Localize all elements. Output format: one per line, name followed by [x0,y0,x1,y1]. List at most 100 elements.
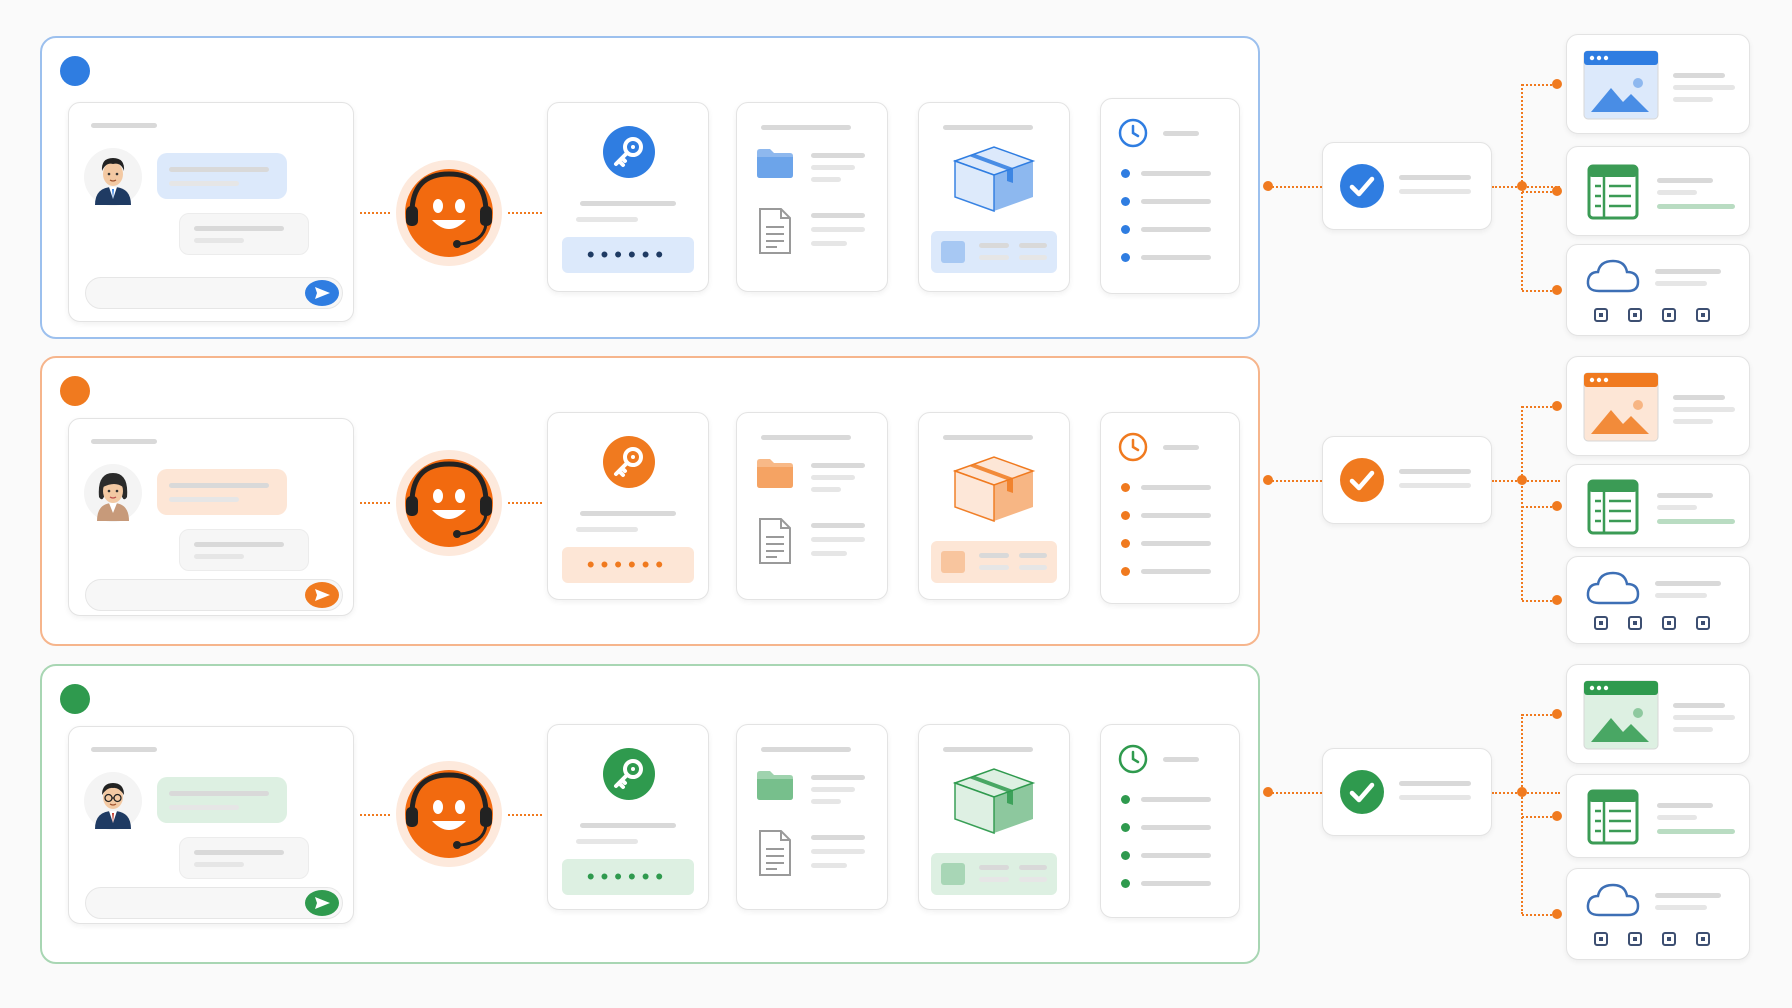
placeholder-line [169,483,269,488]
message-input-field[interactable] [85,887,343,919]
placeholder-line [1655,269,1721,274]
placeholder-line [1399,189,1471,194]
placeholder-line [811,463,865,468]
schedule-bullet [1121,795,1130,804]
connector-line [1522,191,1556,193]
folder-icon [755,769,795,801]
connector-line [1272,186,1322,188]
placeholder-line [1673,85,1735,90]
placeholder-line [1163,131,1199,136]
placeholder-line [1399,175,1471,180]
password-field[interactable]: •••••• [562,237,694,273]
connector-line [1522,816,1556,818]
document-icon [757,829,793,877]
cloud-output-card [1566,868,1750,960]
placeholder-line [576,839,638,844]
placeholder-line [811,787,855,792]
connector-line [508,502,542,504]
placeholder-line [1399,483,1471,488]
female-agent-avatar [83,463,143,523]
clock-icon [1117,117,1149,149]
login-card: •••••• [547,412,709,600]
placeholder-line [1141,825,1211,830]
placeholder-line [1657,505,1697,510]
storage-chip-icon [1593,615,1609,631]
placeholder-line [1655,593,1707,598]
placeholder-line [1673,727,1713,732]
key-icon [602,747,656,801]
connector-node [1263,475,1273,485]
connector-line [1522,84,1556,86]
connector-branch [1521,714,1523,914]
schedule-bullet [1121,169,1130,178]
connector-line [508,814,542,816]
image-window-icon [1583,680,1659,750]
incoming-message-bubble [157,469,287,515]
spreadsheet-icon [1587,789,1639,845]
placeholder-line [1657,190,1697,195]
package-card [918,412,1070,600]
placeholder-line [1673,407,1735,412]
placeholder-line [811,835,865,840]
placeholder-line [169,181,239,186]
password-field[interactable]: •••••• [562,547,694,583]
schedule-bullet [1121,483,1130,492]
schedule-bullet [1121,567,1130,576]
connector-node [1552,595,1562,605]
placeholder-line [811,849,865,854]
storage-chip-icon [1593,307,1609,323]
cloud-icon [1585,881,1641,919]
storage-chip-icon [1627,615,1643,631]
placeholder-line [169,791,269,796]
placeholder-line [811,775,865,780]
placeholder-line [1019,243,1047,248]
lane-green-indicator-dot [60,684,90,714]
placeholder-line [576,217,638,222]
folder-icon [755,147,795,179]
connector-node [1552,285,1562,295]
placeholder-line [1141,171,1211,176]
placeholder-line [1019,877,1047,882]
send-icon [304,889,340,917]
placeholder-line [811,523,865,528]
placeholder-line [1141,569,1211,574]
label-thumbnail [941,241,965,263]
placeholder-line [811,165,855,170]
placeholder-line [979,243,1009,248]
placeholder-line [979,565,1009,570]
connector-line [1522,914,1556,916]
placeholder-line [811,227,865,232]
male-agent-avatar [83,147,143,207]
files-card [736,724,888,910]
placeholder-line [811,153,865,158]
placeholder-line [576,527,638,532]
connector-node [1552,709,1562,719]
spreadsheet-output-card [1566,146,1750,236]
connector-line [1522,290,1556,292]
spreadsheet-icon [1587,164,1639,220]
placeholder-line [1141,881,1211,886]
connector-line [1272,480,1322,482]
package-box-icon [949,453,1039,523]
label-thumbnail [941,863,965,885]
lane-blue-indicator-dot [60,56,90,86]
cloud-icon [1585,257,1641,295]
message-input-field[interactable] [85,277,343,309]
schedule-bullet [1121,823,1130,832]
connector-node [1263,787,1273,797]
placeholder-line [761,435,851,440]
image-window-icon [1583,50,1659,120]
schedule-card [1100,724,1240,918]
placeholder-line [1141,255,1211,260]
placeholder-line [979,877,1009,882]
chat-card [68,726,354,924]
connector-line [1272,792,1322,794]
password-field[interactable]: •••••• [562,859,694,895]
placeholder-line [1657,178,1713,183]
message-input-field[interactable] [85,579,343,611]
schedule-bullet [1121,879,1130,888]
placeholder-line [1019,865,1047,870]
connector-line [1522,600,1556,602]
lane-orange-indicator-dot [60,376,90,406]
placeholder-line [1141,797,1211,802]
